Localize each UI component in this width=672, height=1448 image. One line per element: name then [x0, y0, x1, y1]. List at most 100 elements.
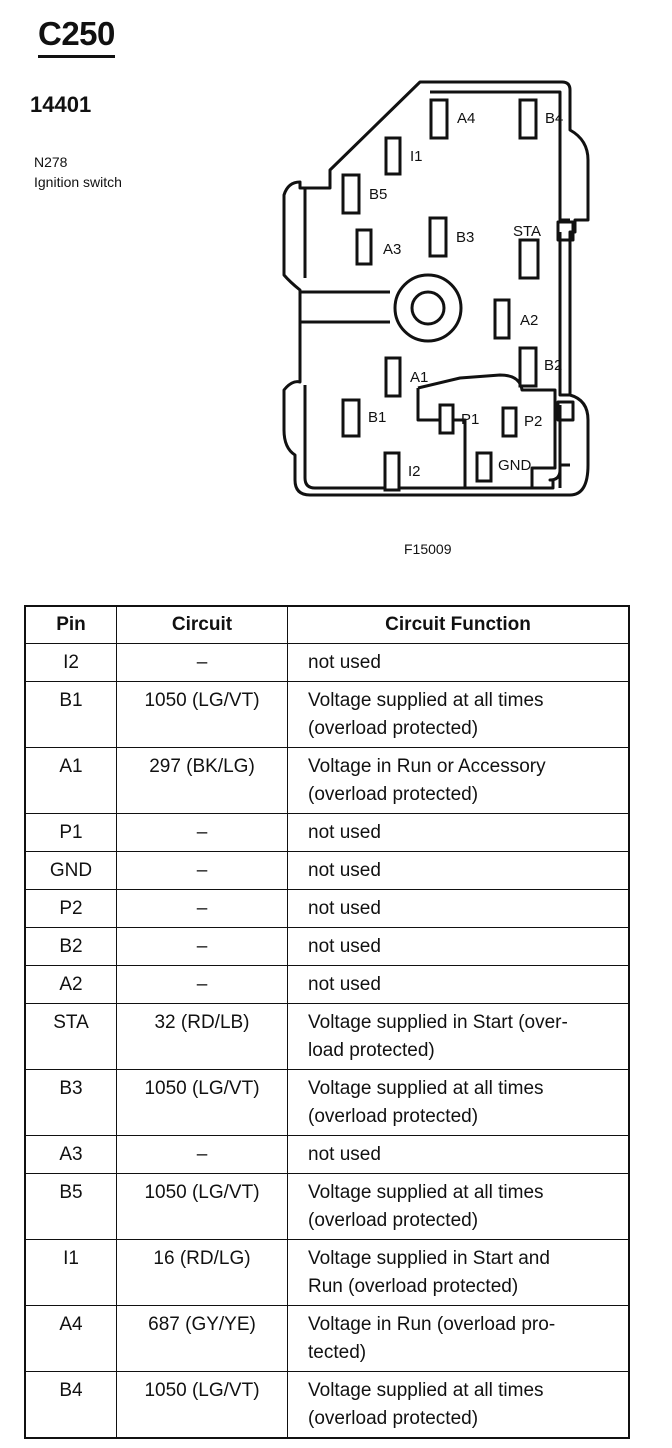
header-circuit-function: Circuit Function: [287, 605, 630, 644]
pin-p2-terminal: [501, 406, 518, 438]
pin-cell: I1: [24, 1239, 117, 1306]
pin-sta-terminal: [518, 238, 540, 280]
pin-cell: B5: [24, 1173, 117, 1240]
function-cell: Voltage supplied in Start (over-load pro…: [287, 1003, 630, 1070]
function-line: Run (overload protected): [308, 1276, 519, 1297]
pin-label-b1: B1: [368, 409, 386, 426]
circuit-cell: –: [116, 965, 288, 1004]
pin-label-b4: B4: [545, 110, 563, 127]
function-line: Voltage supplied at all times: [308, 1182, 544, 1203]
pin-label-b5: B5: [369, 186, 387, 203]
notch-lower: [556, 400, 575, 422]
function-line: Voltage in Run or Accessory: [308, 756, 546, 777]
function-line: Voltage supplied in Start (over-: [308, 1012, 568, 1033]
figure-id: F15009: [404, 541, 452, 557]
housing-outline: [282, 80, 590, 497]
pin-cell: B4: [24, 1371, 117, 1439]
function-line: not used: [308, 822, 381, 843]
pin-cell: B1: [24, 681, 117, 748]
table-row: A3–not used: [24, 1135, 630, 1174]
function-line: not used: [308, 1144, 381, 1165]
function-cell: not used: [287, 851, 630, 890]
pin-label-a4: A4: [457, 110, 475, 127]
function-cell: Voltage in Run (overload pro-tected): [287, 1305, 630, 1372]
function-line: (overload protected): [308, 1408, 479, 1429]
header-pin: Pin: [24, 605, 117, 644]
table-row: P2–not used: [24, 889, 630, 928]
function-line: load protected): [308, 1040, 435, 1061]
table-row: B2–not used: [24, 927, 630, 966]
function-cell: not used: [287, 927, 630, 966]
pin-gnd-terminal: [475, 451, 493, 483]
circuit-cell: –: [116, 927, 288, 966]
pin-cell: P1: [24, 813, 117, 852]
function-line: not used: [308, 652, 381, 673]
pin-label-b2: B2: [544, 357, 562, 374]
circuit-cell: –: [116, 643, 288, 682]
connector-id: C250: [38, 14, 115, 58]
function-line: tected): [308, 1342, 367, 1363]
function-cell: Voltage supplied at all times(overload p…: [287, 1069, 630, 1136]
function-line: not used: [308, 936, 381, 957]
pin-cell: A3: [24, 1135, 117, 1174]
connector-face-diagram: A4 B4 I1 B5 A3 B3 STA A2 B2 A1 B1 P1 P2 …: [282, 80, 590, 497]
function-line: (overload protected): [308, 784, 479, 805]
key-channel: [300, 290, 390, 324]
center-post-inner: [410, 290, 446, 326]
pin-label-i1: I1: [410, 148, 423, 165]
table-row: P1–not used: [24, 813, 630, 852]
circuit-cell: –: [116, 851, 288, 890]
function-line: Voltage supplied at all times: [308, 1380, 544, 1401]
pin-a1-terminal: [384, 356, 402, 398]
function-line: Voltage supplied at all times: [308, 1078, 544, 1099]
pin-a3-terminal: [355, 228, 373, 266]
function-line: not used: [308, 860, 381, 881]
component-name: Ignition switch: [34, 174, 122, 190]
pin-label-i2: I2: [408, 463, 421, 480]
function-cell: Voltage supplied at all times (overload p…: [287, 1371, 630, 1439]
pin-label-b3: B3: [456, 229, 474, 246]
function-cell: Voltage supplied at all times (overload p…: [287, 681, 630, 748]
function-line: (overload protected): [308, 718, 479, 739]
pin-cell: P2: [24, 889, 117, 928]
function-line: Voltage supplied at all times: [308, 690, 544, 711]
pin-b4-terminal: [518, 98, 538, 140]
pin-a2-terminal: [493, 298, 511, 340]
circuit-cell: 1050 (LG/VT): [116, 681, 288, 748]
pin-a4-terminal: [429, 98, 449, 140]
function-cell: not used: [287, 813, 630, 852]
circuit-cell: 1050 (LG/VT): [116, 1173, 288, 1240]
function-cell: not used: [287, 965, 630, 1004]
pin-label-gnd: GND: [498, 457, 532, 474]
circuit-cell: 32 (RD/LB): [116, 1003, 288, 1070]
pin-cell: A4: [24, 1305, 117, 1372]
function-cell: Voltage supplied at all times(overload p…: [287, 1173, 630, 1240]
pin-b1-terminal: [341, 398, 361, 438]
pin-cell: A1: [24, 747, 117, 814]
header-circuit: Circuit: [116, 605, 288, 644]
center-post-outer: [393, 273, 463, 343]
function-line: Voltage supplied in Start and: [308, 1248, 550, 1269]
pin-p1-terminal: [438, 403, 455, 435]
pin-cell: GND: [24, 851, 117, 890]
pin-label-a2: A2: [520, 312, 538, 329]
pin-b5-terminal: [341, 173, 361, 215]
component-label: N278 Ignition switch: [34, 152, 122, 192]
pin-i1-terminal: [384, 136, 402, 176]
pin-cell: B2: [24, 927, 117, 966]
pin-label-a1: A1: [410, 369, 428, 386]
function-cell: not used: [287, 889, 630, 928]
pin-cell: A2: [24, 965, 117, 1004]
circuit-cell: 1050 (LG/VT): [116, 1069, 288, 1136]
part-number: 14401: [30, 92, 92, 117]
pin-label-p1: P1: [461, 411, 479, 428]
table-row: I2–not used: [24, 643, 630, 682]
